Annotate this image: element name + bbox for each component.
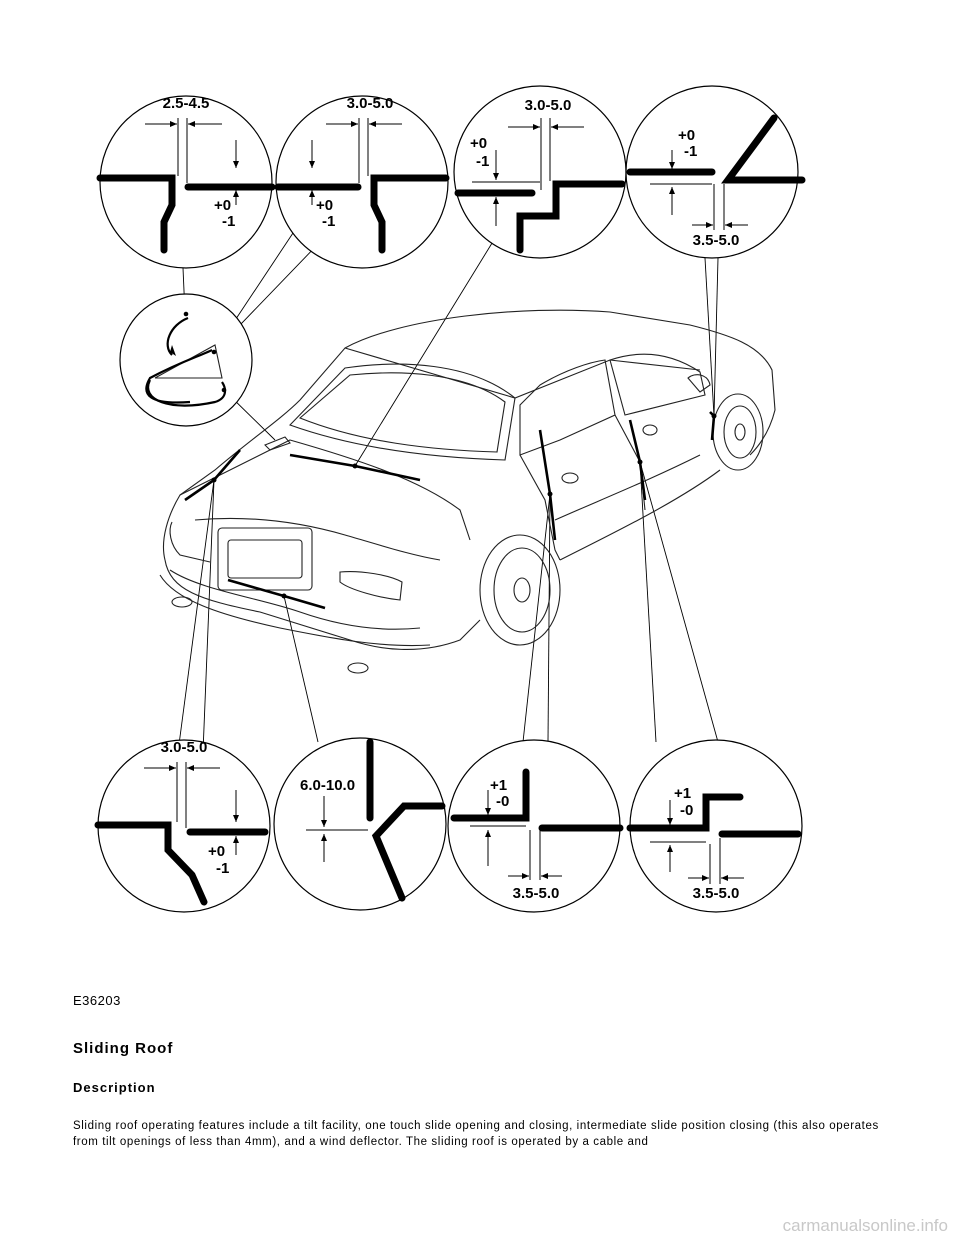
callout-bottom-1: 3.0-5.0 +0 -1	[94, 739, 271, 913]
flush-upper-label: +0	[208, 843, 225, 860]
flush-upper-label: +0	[316, 197, 333, 214]
gap-label: 3.5-5.0	[693, 232, 740, 249]
gap-flush-diagram: 2.5-4.5 +0 -1 3.0-5.0 +0 -1 3.0-5.0 +0 -…	[94, 85, 806, 913]
flush-lower-label: -1	[684, 143, 697, 160]
gap-label: 3.0-5.0	[347, 95, 394, 112]
flush-upper-label: +0	[470, 135, 487, 152]
leader-lines	[177, 229, 719, 753]
figure-reference: E36203	[73, 993, 121, 1008]
flush-upper-label: +0	[678, 127, 695, 144]
flush-upper-label: +1	[674, 785, 691, 802]
callout-bottom-3: +1 -0 3.5-5.0	[447, 739, 624, 913]
sunroof-detail-circle	[119, 293, 253, 427]
flush-upper-label: +0	[214, 197, 231, 214]
flush-upper-label: +1	[490, 777, 507, 794]
car-illustration	[159, 309, 776, 674]
flush-lower-label: -1	[476, 153, 489, 170]
callout-bottom-4: +1 -0 3.5-5.0	[626, 739, 803, 913]
callout-top-4: +0 -1 3.5-5.0	[625, 85, 806, 259]
flush-lower-label: -1	[216, 860, 229, 877]
gap-label: 6.0-10.0	[300, 777, 355, 794]
flush-lower-label: -0	[496, 793, 509, 810]
gap-label: 3.5-5.0	[693, 885, 740, 902]
gap-label: 3.5-5.0	[513, 885, 560, 902]
callout-bottom-2: 6.0-10.0	[273, 737, 447, 911]
flush-lower-label: -1	[222, 213, 235, 230]
gap-label: 3.0-5.0	[525, 97, 572, 114]
callout-top-1: 2.5-4.5 +0 -1	[96, 95, 276, 269]
section-subtitle: Description	[73, 1080, 156, 1095]
flush-lower-label: -0	[680, 802, 693, 819]
gap-label: 2.5-4.5	[163, 95, 210, 112]
callout-top-3: 3.0-5.0 +0 -1	[453, 85, 627, 259]
section-title: Sliding Roof	[73, 1040, 174, 1057]
watermark: carmanualsonline.info	[782, 1216, 948, 1235]
description-paragraph: Sliding roof operating features include …	[73, 1120, 879, 1148]
callout-top-2: 3.0-5.0 +0 -1	[274, 95, 450, 269]
gap-label: 3.0-5.0	[161, 739, 208, 756]
flush-lower-label: -1	[322, 213, 335, 230]
